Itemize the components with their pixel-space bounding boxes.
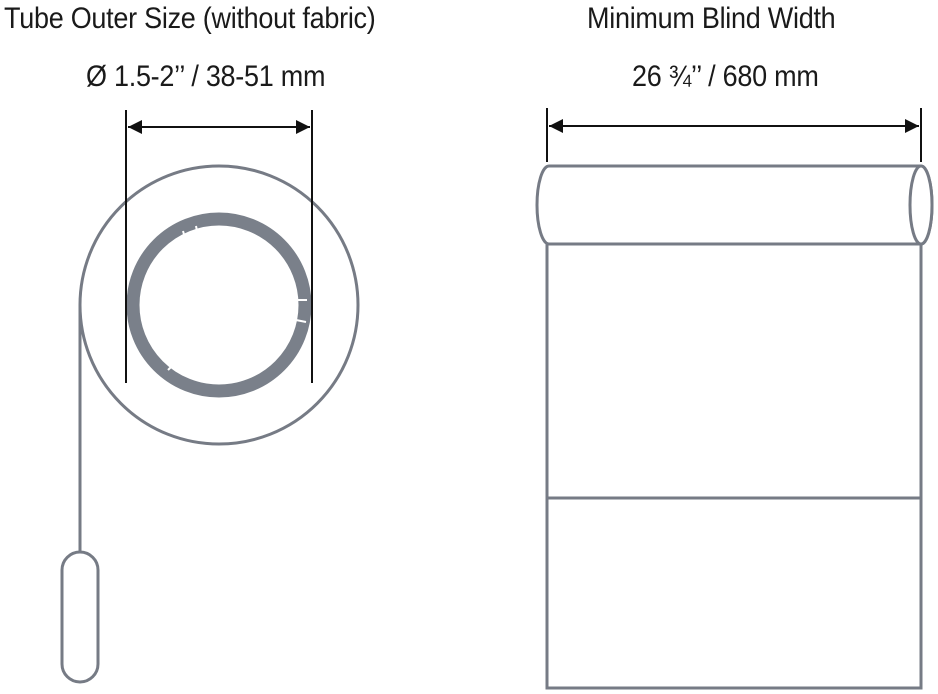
roller-tube: [535, 164, 934, 246]
tube-cross-section: [60, 110, 360, 684]
blind-width-title: Minimum Blind Width: [587, 2, 836, 35]
roller-tube-end: [908, 164, 934, 246]
blind-width-label: 26 ¾’’ / 680 mm: [632, 60, 819, 93]
blind-fabric: [545, 242, 923, 690]
tube-diameter-label: Ø 1.5-2’’ / 38-51 mm: [86, 60, 326, 93]
blind-front-view: [535, 108, 934, 690]
cord-handle: [60, 550, 100, 684]
tube-ring-ticks: [158, 225, 307, 371]
fabric-roll-outline: [78, 164, 360, 446]
tube-ring: [126, 212, 312, 398]
tube-size-title: Tube Outer Size (without fabric): [4, 2, 376, 35]
